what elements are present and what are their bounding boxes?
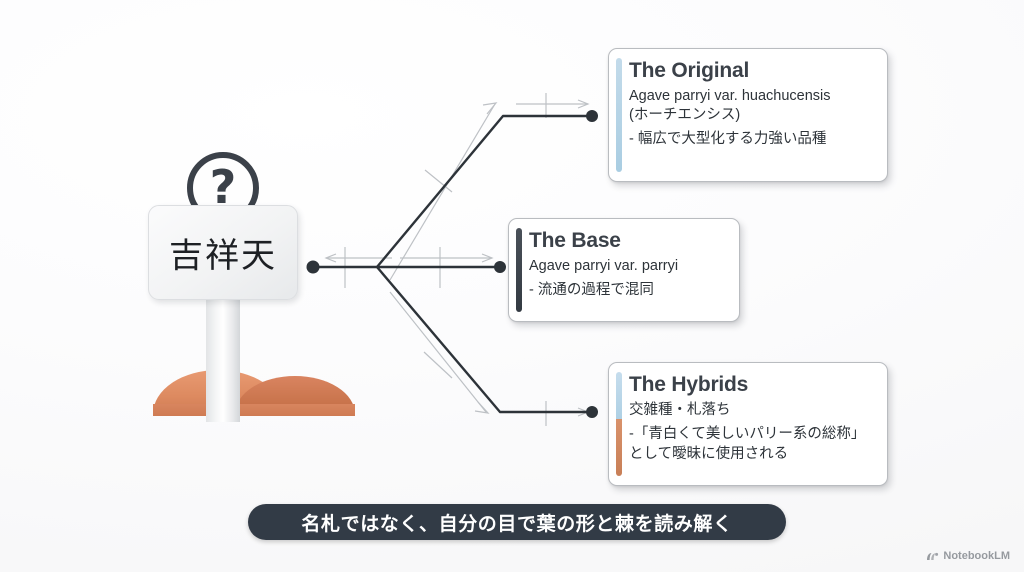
watermark-label: NotebookLM [943, 550, 1010, 562]
card-note: -「青白くて美しいパリー系の総称」として曖昧に使用される [629, 426, 866, 462]
plant-marker: ? 吉祥天 [143, 152, 355, 422]
node-dot-original [586, 110, 598, 122]
accent-bar-original [616, 58, 622, 172]
card-note: - 流通の過程で混同 [529, 282, 654, 299]
node-dot-base [494, 261, 506, 273]
caption-banner: 名札ではなく、自分の目で葉の形と棘を読み解く [248, 504, 786, 540]
card-hybrids[interactable]: The Hybrids 交雑種・札落ち -「青白くて美しいパリー系の総称」として… [608, 362, 888, 486]
question-mark-glyph: ? [209, 159, 237, 214]
node-dot-hybrids [586, 406, 598, 418]
card-title: The Base [529, 229, 621, 252]
notebooklm-watermark: NotebookLM [926, 550, 1010, 562]
card-base[interactable]: The Base Agave parryi var. parryi - 流通の過… [508, 218, 740, 322]
connector-lines [311, 114, 590, 414]
connector-dots [306, 110, 598, 418]
accent-bar-hybrids [616, 372, 622, 476]
caption-text: 名札ではなく、自分の目で葉の形と棘を読み解く [301, 512, 733, 535]
accent-bar-base [516, 228, 522, 312]
card-subtitle: Agave parryi var. huachucensis (ホーチエンシス) [629, 88, 831, 124]
card-subtitle: 交雑種・札落ち [629, 402, 731, 419]
sign-stake [206, 292, 240, 422]
plant-label-sign[interactable]: 吉祥天 [148, 205, 298, 300]
notebooklm-logo-icon [927, 552, 939, 560]
plant-label-text: 吉祥天 [169, 236, 277, 276]
guide-marks [324, 93, 590, 426]
soil-base [153, 404, 355, 416]
card-subtitle: Agave parryi var. parryi [529, 258, 679, 275]
card-title: The Original [629, 59, 750, 82]
card-note: - 幅広で大型化する力強い品種 [629, 131, 827, 148]
card-original[interactable]: The Original Agave parryi var. huachucen… [608, 48, 888, 182]
card-title: The Hybrids [629, 373, 749, 396]
node-dot-source [306, 260, 320, 274]
